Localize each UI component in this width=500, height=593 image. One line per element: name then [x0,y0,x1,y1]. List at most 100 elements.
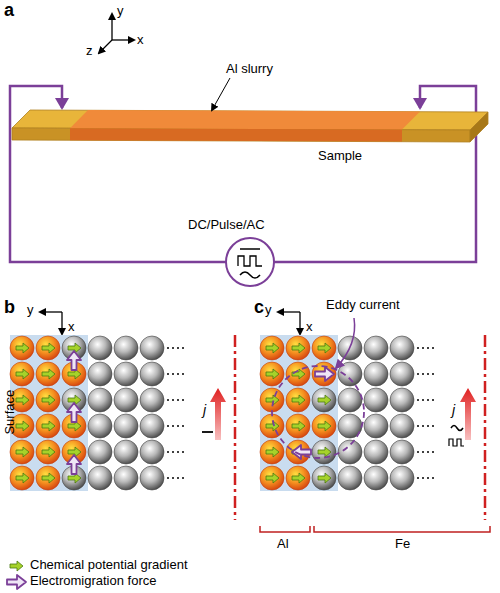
continuation-dot [432,399,434,401]
continuation-dot [177,373,179,375]
continuation-dot [177,425,179,427]
continuation-dot [432,425,434,427]
panel-letter: b [4,298,15,318]
axis-label: y [27,303,34,317]
al-atom [312,336,336,360]
al-atom [286,336,310,360]
continuation-dot [422,373,424,375]
continuation-dot [167,477,169,479]
al-atom [286,388,310,412]
eddy-current [272,318,364,458]
chemical-potential-arrow [318,447,331,457]
continuation-dot [422,477,424,479]
axes [99,14,134,53]
continuation-dot [177,399,179,401]
fe-atom [140,336,164,360]
al-atom [286,414,310,438]
al-atom [260,414,284,438]
current-label: j [203,403,206,418]
al-atom [36,362,60,386]
fe-atom [390,440,414,464]
fe-atom [114,362,138,386]
al-atom [36,466,60,490]
panel-letter: a [4,1,14,21]
continuation-dot [427,451,429,453]
continuation-dot [432,477,434,479]
legend-text: Electromigration force [30,574,156,588]
chemical-potential-arrow [318,473,331,483]
interface-region [10,335,88,491]
fe-atom [140,362,164,386]
surface-label: Surface [3,390,17,435]
continuation-dot [182,347,184,349]
fe-atom [390,414,414,438]
chemical-potential-arrow [292,343,305,353]
continuation-dot [427,477,429,479]
fe-atom [390,362,414,386]
continuation-dot [177,347,179,349]
fe-atom [140,466,164,490]
continuation-dot [417,425,419,427]
axis-label: x [137,33,144,47]
continuation-dot [427,347,429,349]
chemical-potential-arrow [292,395,305,405]
leader-line [212,78,230,110]
sample-bar [12,110,488,142]
part-label: Al slurry [226,62,273,76]
legend-sample [7,561,26,589]
continuation-dot [427,425,429,427]
chemical-potential-arrow [16,447,29,457]
chemical-potential-arrow [266,473,279,483]
fe-atom [364,362,388,386]
wire-arrow [413,98,427,110]
continuation-dot [167,451,169,453]
continuation-dot [417,399,419,401]
al-atom [260,466,284,490]
al-atom [10,440,34,464]
chemical-potential-arrow [266,343,279,353]
continuation-dot [432,373,434,375]
continuation-dot [172,477,174,479]
continuation-dot [427,399,429,401]
fe-atom [114,336,138,360]
al-atom [260,440,284,464]
al-atom [36,388,60,412]
continuation-dot [182,451,184,453]
fe-atom [364,414,388,438]
continuation-dot [172,399,174,401]
continuation-dot [172,373,174,375]
al-atom [36,414,60,438]
fe-atom [312,388,336,412]
electromigration-arrow [7,575,26,589]
chemical-potential-arrow [42,343,55,353]
fe-atom [140,388,164,412]
fe-atom [140,414,164,438]
continuation-dot [172,425,174,427]
continuation-dot [172,451,174,453]
fe-atom [88,466,112,490]
chemical-potential-arrow [42,447,55,457]
continuation-dot [177,477,179,479]
fe-atom [390,466,414,490]
current-label: j [452,403,455,418]
continuation-dot [417,373,419,375]
axis-label: y [117,4,124,18]
fe-atom [338,440,362,464]
fe-atom [88,388,112,412]
fe-atom [338,466,362,490]
current-line [202,335,485,520]
continuation-dot [417,451,419,453]
continuation-dot [422,347,424,349]
bracket [260,526,490,532]
panel-letter: c [254,298,264,318]
fe-atom [88,336,112,360]
region-label: Al [277,537,289,551]
fe-atom [88,440,112,464]
continuation-dot [172,347,174,349]
fe-atom [114,440,138,464]
fe-atom [312,440,336,464]
chemical-potential-arrow [16,369,29,379]
chemical-potential-arrow [16,473,29,483]
fe-atom [364,440,388,464]
